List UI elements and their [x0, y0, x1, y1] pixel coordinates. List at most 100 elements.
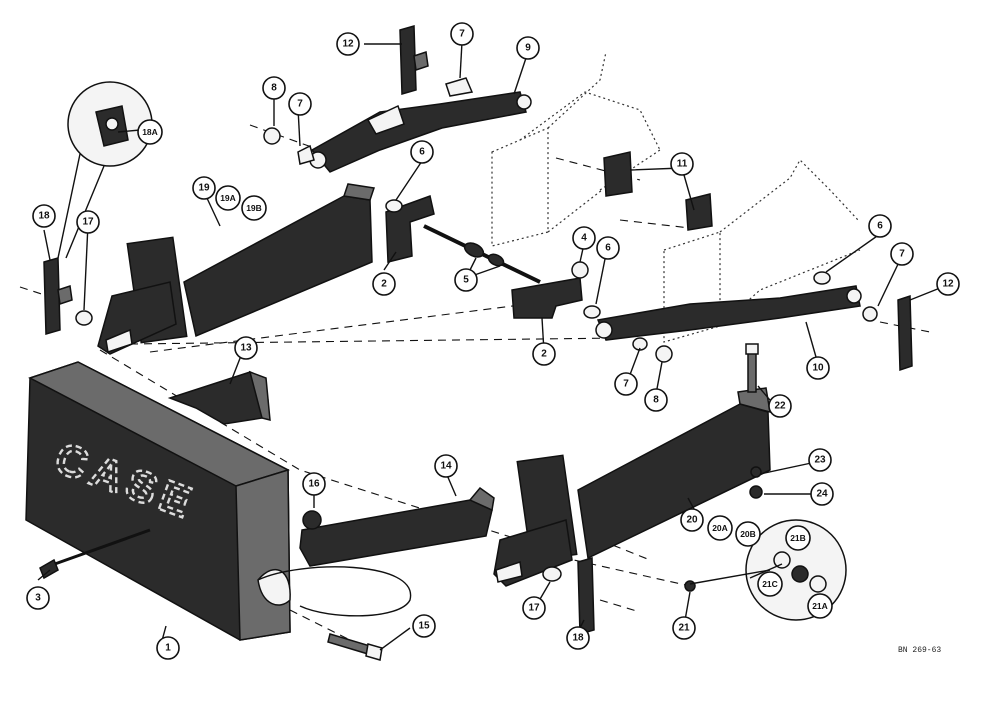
callout-bubble	[516, 36, 540, 60]
callout-8: 8	[644, 388, 668, 412]
weight-mounting-bolt	[39, 528, 151, 580]
callout-9: 9	[516, 36, 540, 60]
washer-left	[75, 310, 93, 326]
callout-bubble	[735, 521, 761, 547]
callout-number: 8	[653, 395, 659, 406]
callout-number: 10	[812, 363, 824, 374]
callout-bubble	[596, 236, 620, 260]
callout-13: 13	[234, 336, 258, 360]
callout-number: 7	[623, 379, 629, 390]
callout-bubble	[454, 268, 478, 292]
callout-bubble	[137, 119, 163, 145]
lynch-pin-right	[862, 306, 878, 322]
lynch-pin-lower	[632, 337, 648, 351]
callout-labels: 1223456667777889101112121314151617171818…	[26, 22, 960, 660]
front-weight-block: CASE	[25, 361, 412, 641]
callout-bubble	[806, 356, 830, 380]
pivot-nut	[749, 485, 763, 499]
callout-number: 17	[82, 217, 94, 228]
callout-bubble	[680, 508, 704, 532]
callout-bubble	[262, 76, 286, 100]
callout-number: 9	[525, 43, 531, 54]
callout-bubble	[241, 195, 267, 221]
callout-number: 14	[440, 461, 452, 472]
callout-bubble	[670, 152, 694, 176]
callout-number: 17	[528, 603, 540, 614]
callout-bubble	[372, 272, 396, 296]
callout-bubble	[566, 626, 590, 650]
callout-bubble	[644, 388, 668, 412]
callout-number: 12	[342, 39, 354, 50]
callout-number: 2	[541, 349, 547, 360]
callout-bubble	[672, 616, 696, 640]
callout-1: 1	[156, 636, 180, 660]
callout-number: 5	[463, 275, 469, 286]
nut-upper-left	[263, 127, 281, 145]
callout-number: 7	[899, 249, 905, 260]
pivot-bolt	[747, 351, 757, 393]
callout-number: 12	[942, 279, 954, 290]
callout-3: 3	[26, 586, 50, 610]
callout-17: 17	[522, 596, 546, 620]
callout-bubble	[757, 571, 783, 597]
callout-bubble	[522, 596, 546, 620]
callout-12: 12	[336, 32, 360, 56]
callout-bubble	[215, 185, 241, 211]
weight-bracket-upper	[167, 370, 271, 425]
callout-bubble	[412, 614, 436, 638]
callout-2: 2	[532, 342, 556, 366]
callout-bubble	[936, 272, 960, 296]
lower-bolt	[327, 633, 383, 661]
callout-number: 20	[686, 515, 698, 526]
nut-rod	[571, 261, 589, 279]
callout-8: 8	[262, 76, 286, 100]
callout-number: 20A	[712, 523, 728, 533]
callout-number: 21	[678, 623, 690, 634]
upper-link-left	[309, 91, 532, 173]
callout-number: 6	[419, 147, 425, 158]
callout-number: 21C	[762, 579, 778, 589]
callout-10: 10	[806, 356, 830, 380]
washer-lower-front	[542, 566, 562, 582]
nut-lower	[655, 345, 673, 363]
callout-number: 23	[814, 455, 826, 466]
callout-number: 4	[581, 233, 587, 244]
callout-4: 4	[572, 226, 596, 250]
callout-18a: 18A	[137, 119, 163, 145]
callout-bubble	[156, 636, 180, 660]
callout-bubble	[192, 176, 216, 200]
callout-number: 24	[816, 489, 828, 500]
washer-lower-left	[583, 305, 601, 319]
callout-21c: 21C	[757, 571, 783, 597]
callout-6: 6	[410, 140, 434, 164]
adjusting-rod	[423, 224, 541, 284]
callout-number: 7	[459, 29, 465, 40]
callout-number: 7	[297, 99, 303, 110]
callout-14: 14	[434, 454, 458, 478]
callout-bubble	[868, 214, 892, 238]
callout-6: 6	[596, 236, 620, 260]
callout-20b: 20B	[735, 521, 761, 547]
callout-19a: 19A	[215, 185, 241, 211]
callout-7: 7	[450, 22, 474, 46]
callout-2: 2	[372, 272, 396, 296]
detail-magnifier-pin	[57, 81, 153, 259]
callout-20a: 20A	[707, 515, 733, 541]
callout-bubble	[26, 586, 50, 610]
callout-number: 21B	[790, 533, 806, 543]
callout-bubble	[807, 593, 833, 619]
callout-number: 13	[240, 343, 252, 354]
callout-bubble	[76, 210, 100, 234]
callout-22: 22	[768, 394, 792, 418]
callout-number: 20B	[740, 529, 756, 539]
left-main-frame-arm	[97, 183, 375, 355]
callout-number: 3	[35, 593, 41, 604]
callout-7: 7	[890, 242, 914, 266]
callout-number: 2	[381, 279, 387, 290]
bracket-nut	[302, 510, 322, 530]
callout-number: 6	[877, 221, 883, 232]
callout-number: 8	[271, 83, 277, 94]
callout-bubble	[768, 394, 792, 418]
callout-number: 18	[38, 211, 50, 222]
pins	[43, 25, 913, 635]
